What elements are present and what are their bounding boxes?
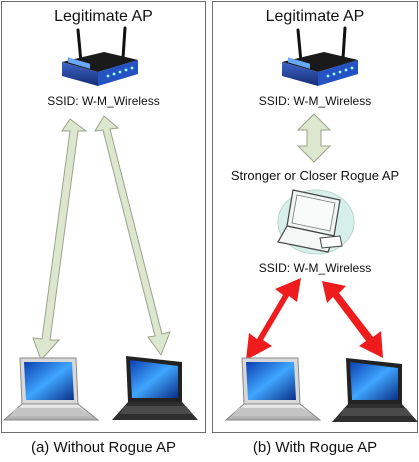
- arrow-a-left: [32, 118, 88, 361]
- arrow-b-vertical: [296, 113, 332, 163]
- black-laptop-icon-b: [332, 358, 418, 422]
- silver-laptop-icon-a: [3, 357, 99, 421]
- legit-router-icon-a: [60, 26, 140, 88]
- caption-a: (a) Without Rogue AP: [30, 439, 177, 456]
- rogue-arrow-left: [246, 278, 301, 360]
- rogue-laptop-icon: [277, 189, 355, 255]
- rogue-arrow-right: [322, 281, 383, 358]
- legit-ap-ssid-b: SSID: W-M_Wireless: [258, 94, 372, 108]
- black-laptop-icon-a: [112, 356, 198, 420]
- caption-b: (b) With Rogue AP: [252, 439, 378, 456]
- rogue-ap-title: Stronger or Closer Rogue AP: [230, 168, 400, 183]
- legit-ap-ssid-a: SSID: W-M_Wireless: [47, 94, 160, 108]
- silver-laptop-icon-b: [225, 357, 321, 421]
- legit-ap-title-a: Legitimate AP: [54, 8, 153, 25]
- legit-ap-title-b: Legitimate AP: [265, 8, 365, 25]
- arrow-a-right: [94, 115, 171, 357]
- legit-router-icon-b: [280, 26, 360, 88]
- rogue-ap-ssid: SSID: W-M_Wireless: [258, 261, 372, 275]
